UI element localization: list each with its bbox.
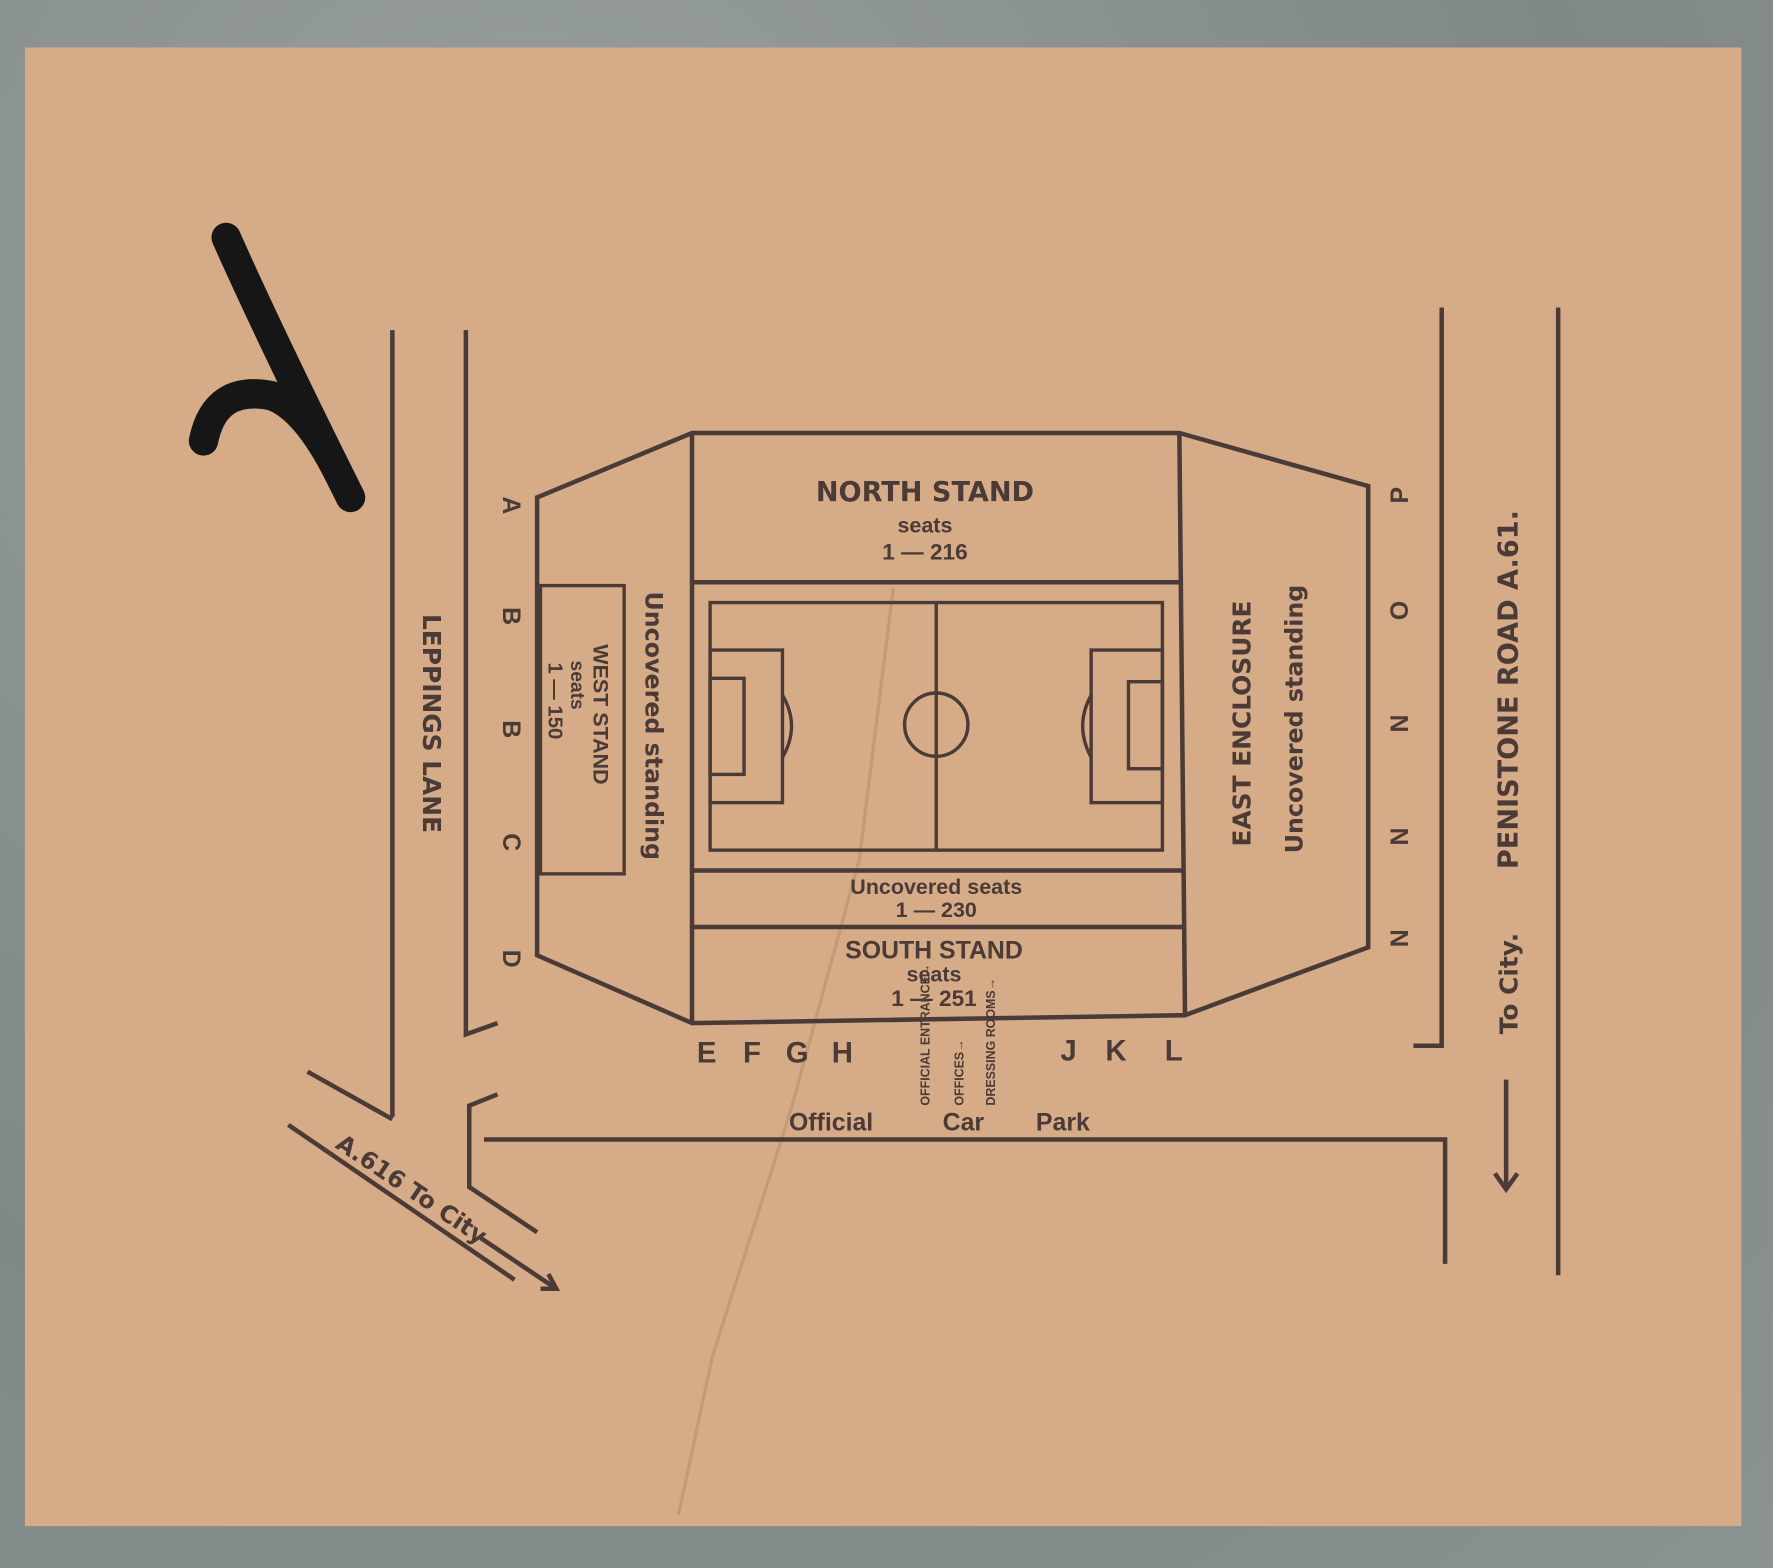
official-entrance-label: OFFICIAL ENTRANCE→ [918,964,932,1106]
west-uncovered-standing: Uncovered standing [640,592,668,861]
gate-letter: B [497,607,525,625]
west-stand-range: 1 — 150 [543,662,565,739]
gate-letter: K [1105,1034,1126,1067]
leppings-lane-label: LEPPINGS LANE [417,614,446,833]
south-stand-range: 1 — 251 [891,986,976,1011]
east-enclosure-title: EAST ENCLOSURE [1228,600,1257,846]
offices-label: OFFICES→ [952,1039,966,1105]
gate-letter: H [832,1037,853,1070]
gate-letter: J [1060,1034,1076,1067]
gate-letter: F [743,1037,761,1070]
paper-crease [676,587,895,1516]
gate-letter: A [497,496,525,514]
ticket-paper [24,47,1742,1527]
gate-letter: N [1386,715,1414,733]
football-pitch [708,600,1165,852]
car-park-word: Official [789,1108,873,1136]
to-city-label: To City. [1494,933,1523,1034]
west-stand-title: WEST STAND [589,644,613,784]
uncovered-seats-range: 1 — 230 [896,898,977,922]
handwritten-mark [188,222,366,513]
car-park-word: Car [943,1108,985,1136]
arrow-icon [479,1236,561,1292]
gate-letter: G [786,1037,809,1070]
penistone-road [1413,307,1561,1276]
leppings-lane-road [287,330,539,1282]
dressing-rooms-label: DRESSING ROOMS→ [984,978,998,1106]
east-uncovered-standing: Uncovered standing [1281,585,1309,854]
gate-letter: B [497,720,525,738]
car-park-road [483,1137,1448,1264]
north-stand-title: NORTH STAND [816,477,1034,508]
gate-letter: L [1165,1034,1183,1067]
gate-letter: D [497,950,525,968]
gate-letter: P [1386,487,1414,504]
arrow-down-icon [1492,1079,1520,1194]
south-stand-seats: seats [907,962,962,986]
gate-letter: N [1386,828,1414,846]
stadium-outline [534,430,1371,1026]
gate-letter: E [697,1037,717,1070]
gate-letter: C [497,833,525,851]
west-stand-seats: seats [566,661,587,710]
uncovered-seats-title: Uncovered seats [850,875,1022,899]
penistone-road-label: PENISTONE ROAD A.61. [1493,510,1524,869]
gate-letter: O [1386,601,1414,620]
car-park-word: Park [1036,1108,1090,1136]
north-stand-range: 1 — 216 [882,540,967,565]
south-stand-title: SOUTH STAND [845,937,1023,965]
north-stand-seats: seats [897,513,952,537]
gate-letter: N [1386,929,1414,947]
